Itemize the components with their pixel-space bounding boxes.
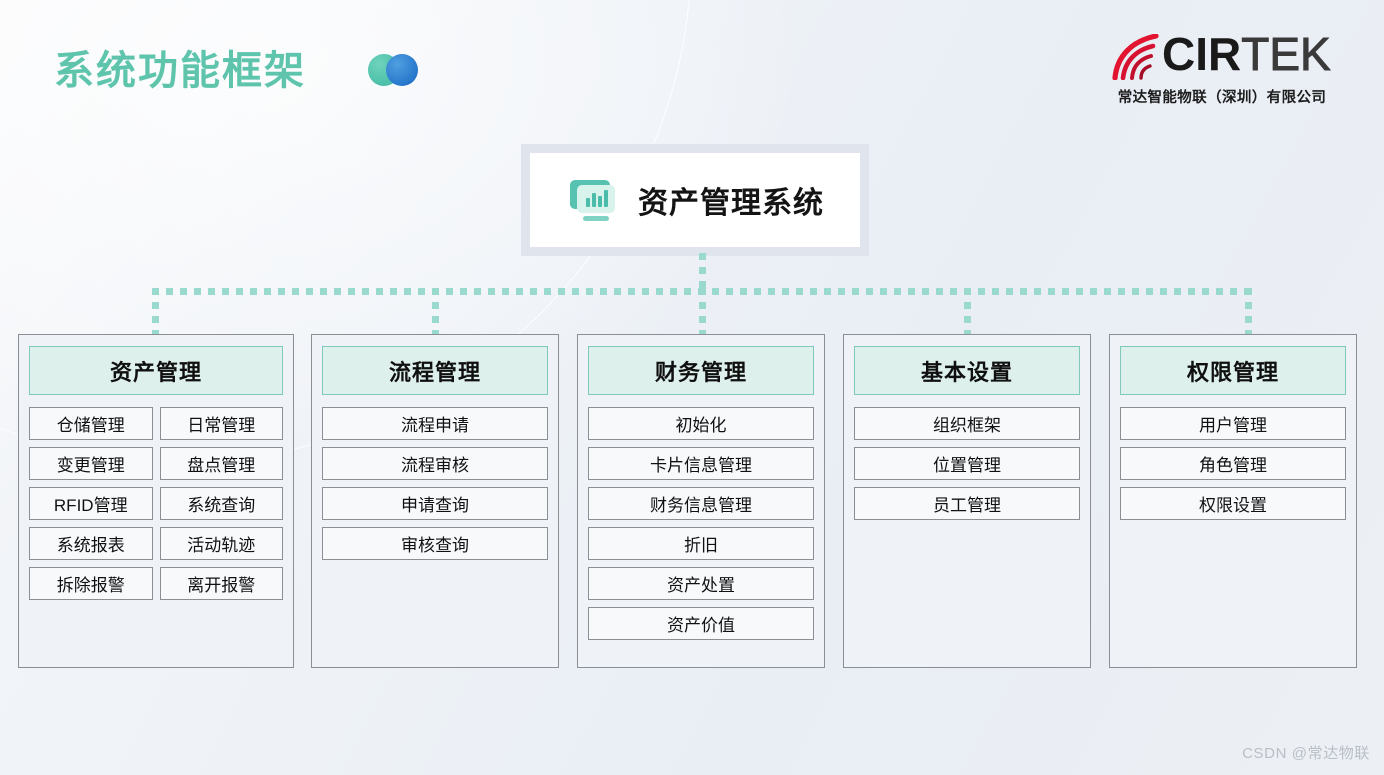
- module-item[interactable]: 财务信息管理: [588, 487, 814, 520]
- module-item[interactable]: 日常管理: [159, 407, 283, 440]
- module-item[interactable]: 审核查询: [322, 527, 548, 560]
- module-item[interactable]: 盘点管理: [159, 447, 283, 480]
- brand-word-secondary: TEK: [1241, 28, 1331, 81]
- page-title: 系统功能框架: [54, 49, 306, 93]
- module-item[interactable]: 折旧: [588, 527, 814, 560]
- brand-wordmark: CIRTEK: [1162, 28, 1331, 81]
- connector-drop-4: [964, 288, 971, 334]
- connector-drop-1: [152, 288, 159, 334]
- module-item[interactable]: 资产处置: [588, 567, 814, 600]
- connector-stem-vertical: [699, 253, 706, 289]
- blue-circle-icon: [386, 54, 418, 86]
- module-card-title[interactable]: 资产管理: [29, 346, 283, 395]
- module-item[interactable]: 活动轨迹: [159, 527, 283, 560]
- module-item[interactable]: RFID管理: [29, 487, 153, 520]
- module-item[interactable]: 用户管理: [1120, 407, 1346, 440]
- connector-drop-5: [1245, 288, 1252, 334]
- connector-drop-3: [699, 288, 706, 334]
- module-item[interactable]: 申请查询: [322, 487, 548, 520]
- module-card-3: 财务管理初始化卡片信息管理财务信息管理折旧资产处置资产价值: [577, 334, 825, 668]
- connector-lines: [0, 253, 1384, 335]
- root-node-asset-management-system[interactable]: 资产管理系统: [521, 144, 869, 256]
- module-card-4: 基本设置组织框架位置管理员工管理: [843, 334, 1091, 668]
- watermark: CSDN @常达物联: [1242, 745, 1370, 762]
- module-item-list: 流程申请流程审核申请查询审核查询: [322, 407, 548, 560]
- header: 系统功能框架 CIRTEK 常达智能物联（深圳）有限公司: [0, 0, 1384, 130]
- module-card-2: 流程管理流程申请流程审核申请查询审核查询: [311, 334, 559, 668]
- module-item[interactable]: 卡片信息管理: [588, 447, 814, 480]
- brand-word-primary: CIR: [1162, 28, 1242, 80]
- module-item[interactable]: 流程申请: [322, 407, 548, 440]
- module-item-list: 用户管理角色管理权限设置: [1120, 407, 1346, 520]
- module-item[interactable]: 流程审核: [322, 447, 548, 480]
- module-item[interactable]: 系统报表: [29, 527, 153, 560]
- module-item[interactable]: 系统查询: [159, 487, 283, 520]
- module-card-title[interactable]: 流程管理: [322, 346, 548, 395]
- module-item[interactable]: 离开报警: [159, 567, 283, 600]
- module-item[interactable]: 员工管理: [854, 487, 1080, 520]
- module-card-title[interactable]: 基本设置: [854, 346, 1080, 395]
- title-decoration-dots: [368, 50, 418, 90]
- module-card-title[interactable]: 权限管理: [1120, 346, 1346, 395]
- signal-waves-icon: [1106, 33, 1164, 81]
- module-item-list: 组织框架位置管理员工管理: [854, 407, 1080, 520]
- module-item-list: 初始化卡片信息管理财务信息管理折旧资产处置资产价值: [588, 407, 814, 640]
- root-node-label: 资产管理系统: [638, 187, 824, 220]
- module-item[interactable]: 资产价值: [588, 607, 814, 640]
- module-item[interactable]: 权限设置: [1120, 487, 1346, 520]
- brand-logo: CIRTEK 常达智能物联（深圳）有限公司: [1106, 28, 1338, 108]
- module-item[interactable]: 仓储管理: [29, 407, 153, 440]
- module-item[interactable]: 组织框架: [854, 407, 1080, 440]
- module-item[interactable]: 角色管理: [1120, 447, 1346, 480]
- module-card-5: 权限管理用户管理角色管理权限设置: [1109, 334, 1357, 668]
- monitor-chart-icon: [566, 176, 620, 224]
- module-item[interactable]: 变更管理: [29, 447, 153, 480]
- module-item[interactable]: 位置管理: [854, 447, 1080, 480]
- module-item[interactable]: 初始化: [588, 407, 814, 440]
- module-item[interactable]: 拆除报警: [29, 567, 153, 600]
- connector-drop-2: [432, 288, 439, 334]
- brand-subtitle: 常达智能物联（深圳）有限公司: [1117, 90, 1327, 106]
- module-card-title[interactable]: 财务管理: [588, 346, 814, 395]
